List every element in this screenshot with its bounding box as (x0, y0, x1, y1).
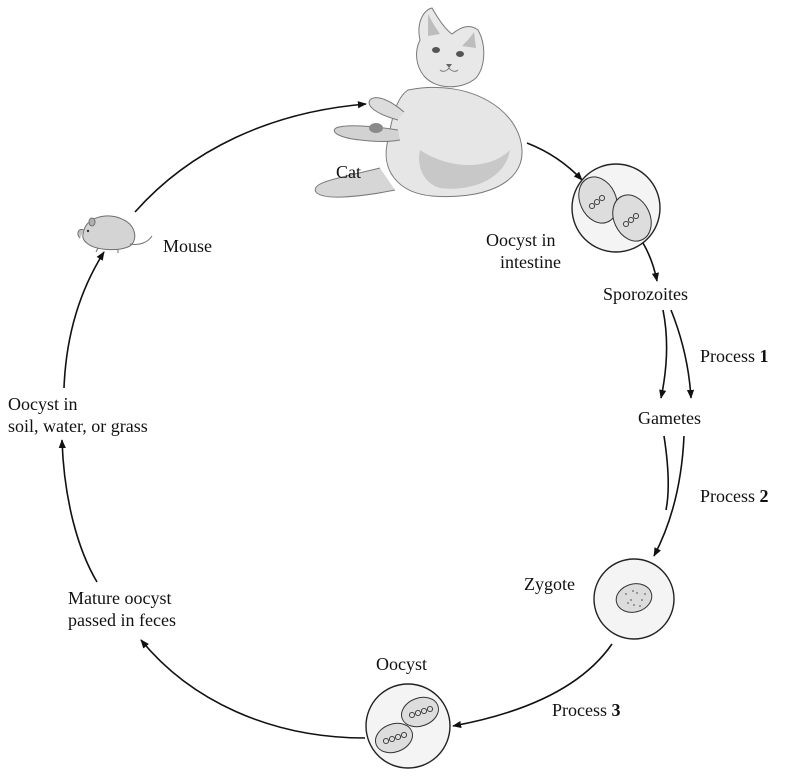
label-oocyst-intestine-line1: Oocyst in (486, 230, 556, 250)
label-gametes: Gametes (638, 408, 701, 428)
arrow-oocyst-intestine-to-sporozoites (642, 242, 659, 282)
zygote-cell (593, 558, 675, 640)
arrow-sporozoites-to-gametes-left (659, 309, 668, 399)
label-cat: Cat (336, 162, 361, 182)
label-zygote: Zygote (524, 574, 575, 594)
label-process-1-number: 1 (760, 346, 769, 366)
arrow-zygote-to-oocyst (452, 643, 613, 729)
label-oocyst-soil-line1: Oocyst in (8, 394, 78, 414)
label-process-3: Process 3 (552, 700, 621, 720)
label-process-3-number: 3 (612, 700, 621, 720)
label-oocyst-soil-line2: soil, water, or grass (8, 416, 148, 436)
label-process-1-word: Process (700, 346, 755, 366)
label-oocyst: Oocyst (376, 654, 427, 674)
label-process-2: Process 2 (700, 486, 769, 506)
arrow-gametes-left-merge (663, 435, 669, 511)
mouse-illustration (77, 215, 153, 253)
arrow-soil-to-mouse (63, 251, 105, 389)
label-process-2-number: 2 (760, 486, 769, 506)
oocyst-cell (365, 683, 451, 769)
label-process-1: Process 1 (700, 346, 769, 366)
arrow-sporozoites-to-gametes-right (670, 309, 695, 399)
arrow-mouse-to-cat (134, 101, 367, 213)
cat-illustration (314, 7, 523, 198)
arrow-gametes-to-zygote (653, 435, 685, 557)
arrow-mature-oocyst-to-soil (58, 439, 98, 583)
label-mature-oocyst-line1: Mature oocyst (68, 588, 171, 608)
label-process-3-word: Process (552, 700, 607, 720)
label-process-2-word: Process (700, 486, 755, 506)
arrow-cat-to-oocyst-intestine (526, 142, 583, 181)
label-mature-oocyst-line2: passed in feces (68, 610, 176, 630)
label-oocyst-intestine-line2: intestine (500, 252, 561, 272)
label-sporozoites: Sporozoites (603, 284, 688, 304)
oocyst-in-intestine-cell (571, 163, 661, 253)
label-mouse: Mouse (163, 236, 212, 256)
arrow-oocyst-to-mature-oocyst (140, 639, 366, 739)
